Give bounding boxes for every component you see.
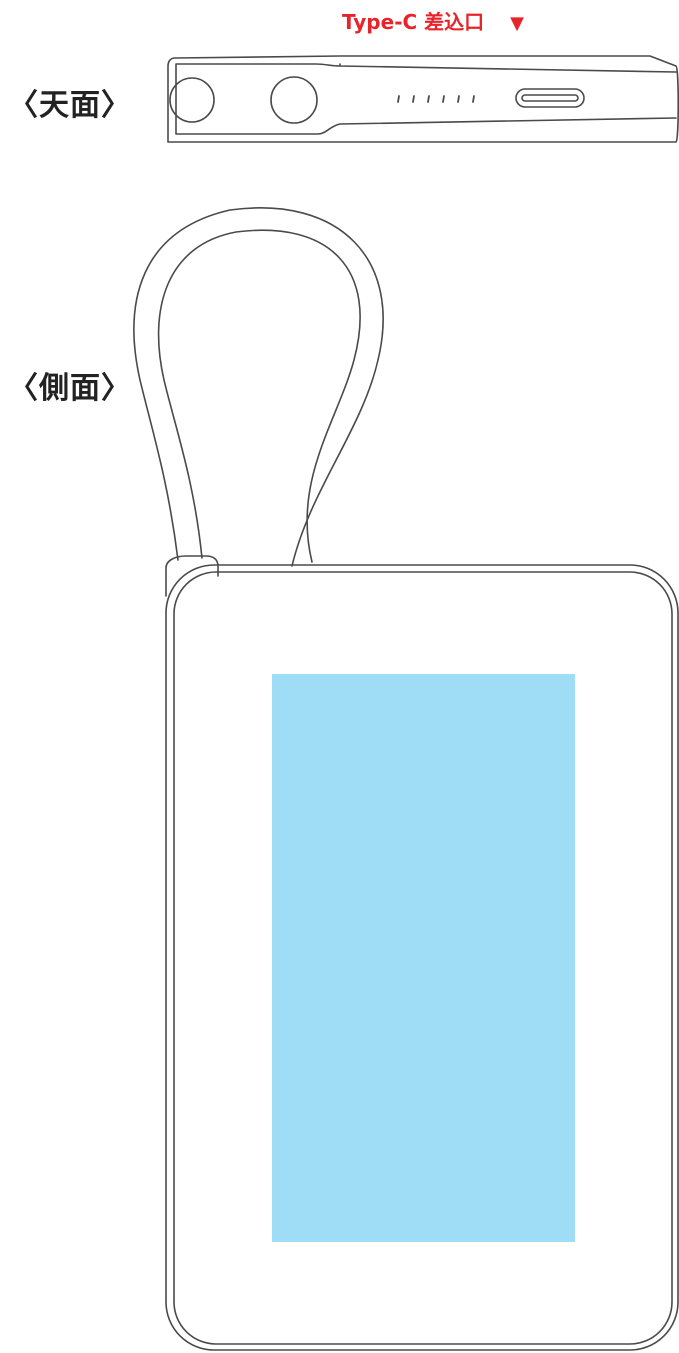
print-area bbox=[272, 674, 575, 1242]
left-button-icon bbox=[169, 77, 215, 123]
led-dot-icon bbox=[457, 95, 460, 103]
led-dot-icon bbox=[427, 95, 430, 103]
strap-anchor bbox=[165, 555, 219, 597]
side-view bbox=[133, 207, 679, 1351]
type-c-port-callout: Type-C 差込口 ▼ bbox=[342, 6, 524, 35]
side-view-body-inner bbox=[173, 571, 673, 1345]
top-view-body-outer bbox=[167, 55, 679, 143]
side-view-body-outer bbox=[165, 564, 679, 1351]
side-view-label: 〈側面〉 bbox=[8, 371, 132, 406]
strap-outer bbox=[133, 207, 384, 567]
top-view-body-inner bbox=[175, 63, 677, 135]
led-dot-icon bbox=[412, 95, 415, 103]
callout-text: Type-C 差込口 bbox=[342, 10, 485, 34]
led-indicator-row bbox=[397, 95, 475, 103]
right-button-icon bbox=[270, 76, 318, 124]
strap-inner bbox=[157, 229, 361, 563]
top-view bbox=[167, 55, 679, 143]
down-arrow-icon: ▼ bbox=[510, 13, 524, 34]
led-dot-icon bbox=[397, 95, 400, 103]
top-view-label: 〈天面〉 bbox=[8, 88, 132, 123]
usb-c-port-icon bbox=[515, 88, 585, 108]
led-dot-icon bbox=[442, 95, 445, 103]
led-dot-icon bbox=[472, 95, 475, 103]
